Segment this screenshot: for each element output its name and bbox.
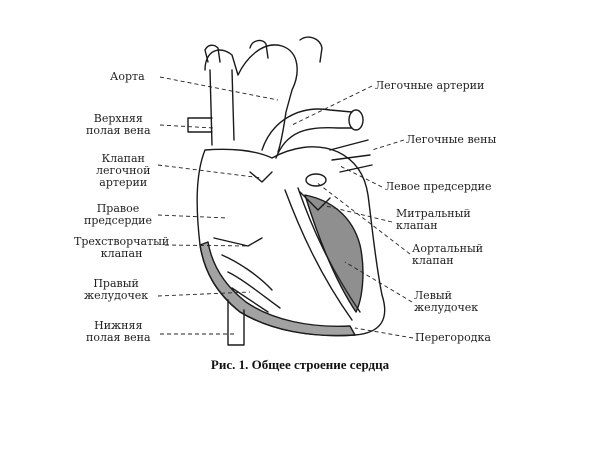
pulmonary-veins xyxy=(329,139,373,173)
svc-cuff xyxy=(187,117,213,133)
label-pulmonary-valve: Клапан легочной артерии xyxy=(96,152,151,189)
aorta-shape xyxy=(204,44,298,153)
right-ventricle-lines xyxy=(221,254,281,313)
aortic-branch-2 xyxy=(249,39,269,59)
label-inferior-vena-cava: Нижняя полая вена xyxy=(86,319,151,344)
label-right-ventricle: Правый желудочек xyxy=(84,277,149,302)
svc-shape xyxy=(209,69,235,146)
leader-septum xyxy=(354,327,414,339)
label-left-atrium: Левое предсердие xyxy=(385,180,492,193)
label-right-atrium: Правое предсердие xyxy=(84,202,152,227)
label-septum: Перегородка xyxy=(415,331,491,344)
label-aortic-valve: Аортальный клапан xyxy=(412,242,484,267)
label-aorta: Аорта xyxy=(110,70,145,83)
leader-svc xyxy=(159,124,215,129)
leader-right-ventricle xyxy=(157,291,251,297)
label-tricuspid-valve: Трехстворчатый клапан xyxy=(74,235,170,260)
tricuspid-valve xyxy=(213,237,263,247)
pulmonary-trunk xyxy=(261,108,353,159)
pulmonary-artery-end-icon xyxy=(348,109,364,131)
pulmonary-valve xyxy=(249,171,273,183)
leader-left-atrium xyxy=(337,164,383,188)
leader-pulm-veins xyxy=(371,139,405,151)
label-pulmonary-arteries: Легочные артерии xyxy=(375,79,485,92)
leader-pulm-valve xyxy=(157,164,263,179)
leader-left-ventricle xyxy=(344,261,413,303)
ivc-shape xyxy=(227,299,245,346)
leader-aortic xyxy=(315,181,411,255)
mitral-valve xyxy=(299,191,331,211)
leader-aorta xyxy=(159,76,279,101)
aortic-valve-icon xyxy=(305,173,327,187)
leader-pulm-arteries xyxy=(289,85,373,127)
label-left-ventricle: Левый желудочек xyxy=(414,289,479,314)
label-pulmonary-veins: Легочные вены xyxy=(406,133,497,146)
right-wall xyxy=(199,241,356,337)
label-superior-vena-cava: Верхняя полая вена xyxy=(86,112,151,137)
leader-right-atrium xyxy=(157,214,229,219)
aortic-branch-3 xyxy=(299,36,323,63)
left-ventricle-cavity xyxy=(304,194,364,313)
label-mitral-valve: Митральный клапан xyxy=(396,207,471,232)
figure-caption: Рис. 1. Общее строение сердца xyxy=(210,357,390,372)
aortic-branch-1 xyxy=(204,44,221,63)
